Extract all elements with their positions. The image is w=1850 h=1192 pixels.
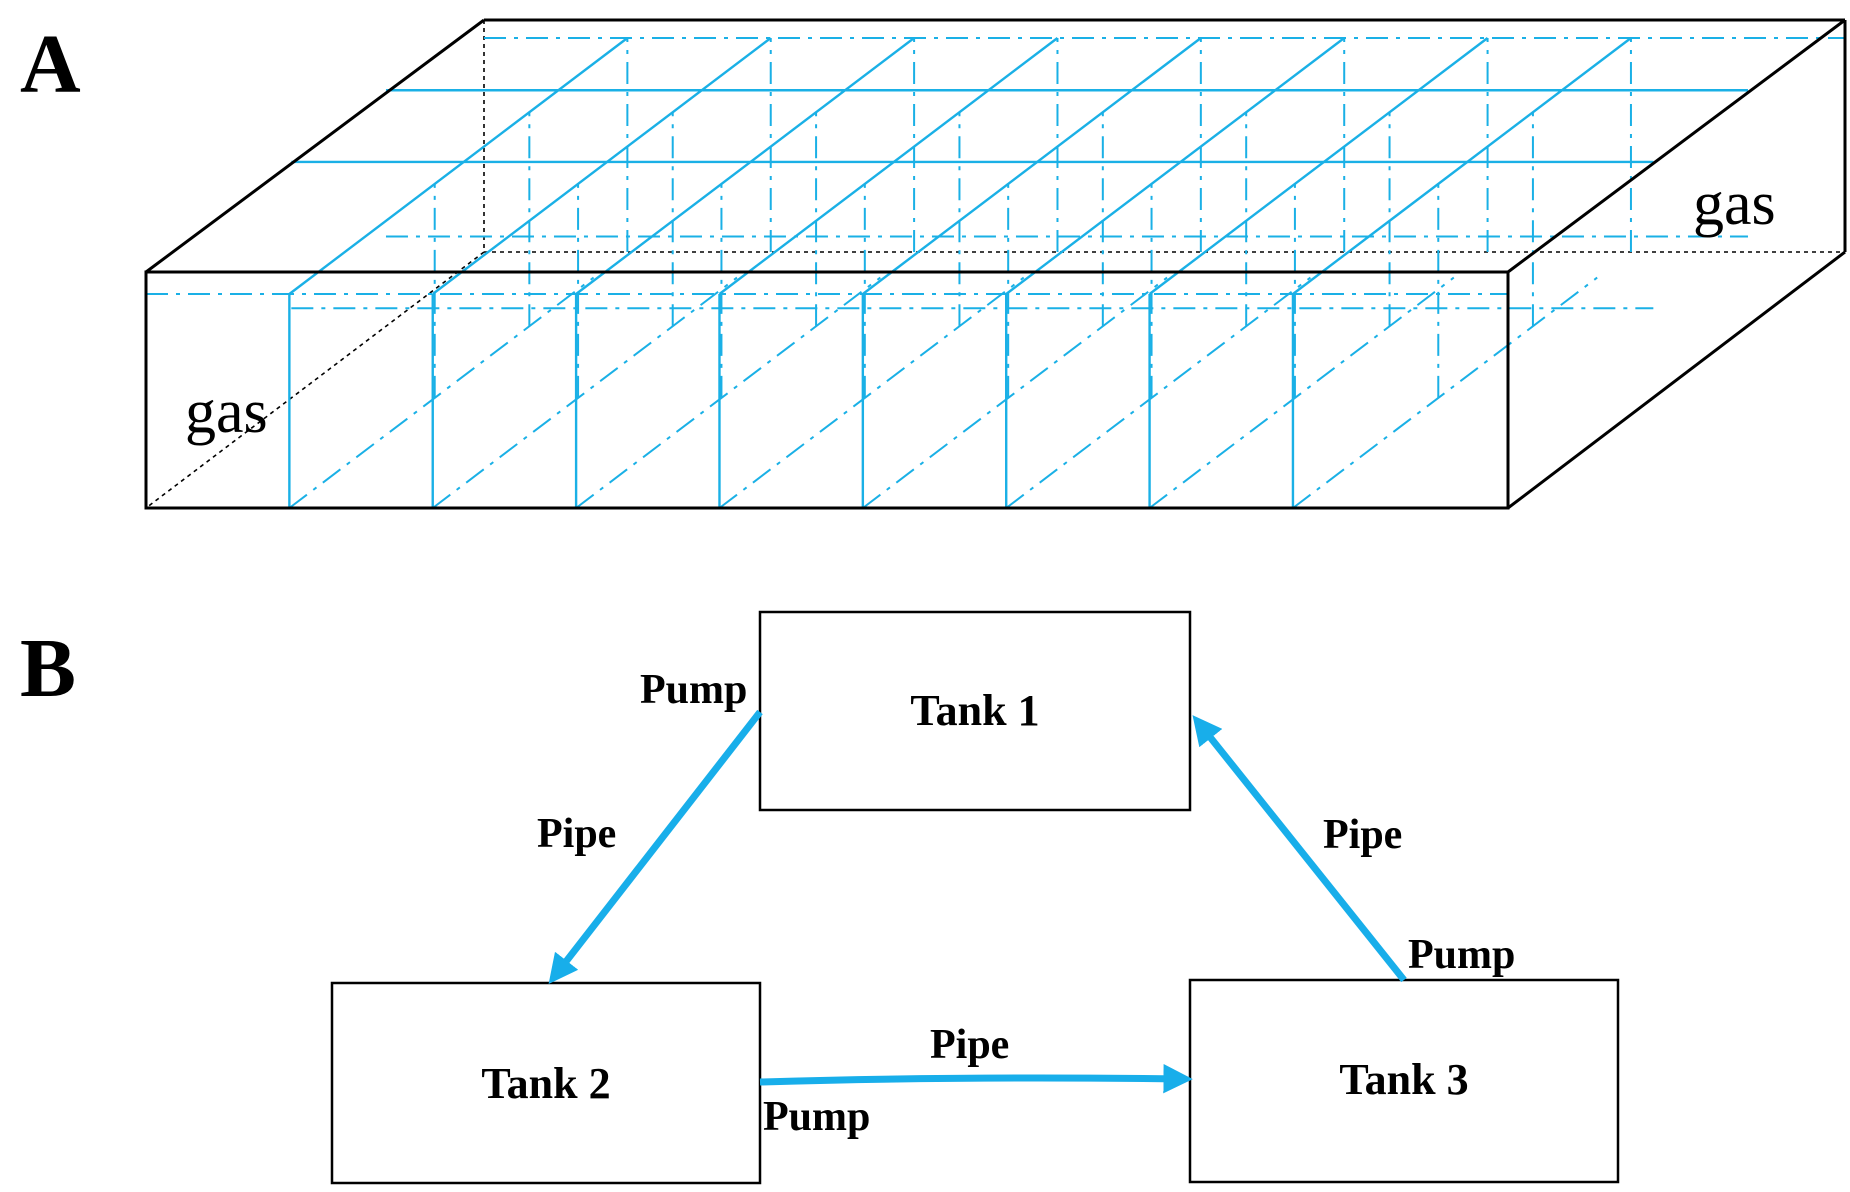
pipe-label-2: Pipe [930, 1022, 1009, 1068]
flow-tank1-to-tank2: Pump Pipe [537, 667, 763, 984]
grid-top-col [862, 37, 1202, 295]
grid-bottom-diag [432, 276, 738, 509]
tank-2-box [330, 981, 762, 1185]
tank-2: Tank 2 [330, 981, 762, 1185]
grid-bottom-diag [575, 276, 881, 509]
pipe-arrow-2-3 [759, 1064, 1193, 1094]
tank-3-label: Tank 3 [1339, 1055, 1468, 1104]
box-hidden-edges [145, 20, 1845, 509]
grid-top-col [718, 37, 1059, 295]
tank-3: Tank 3 [1188, 978, 1620, 1184]
panel-a: A gas gas [20, 18, 1847, 510]
grid-top-col [1292, 37, 1632, 295]
grid-top-col [1005, 37, 1345, 295]
panel-b-label: B [20, 622, 76, 715]
box-outline [144, 18, 1847, 510]
gas-label-left: gas [185, 378, 268, 446]
tank-2-label: Tank 2 [481, 1059, 610, 1108]
pipe-arrow-3-1 [1192, 715, 1407, 983]
pump-label-1: Pump [640, 667, 747, 713]
grid-top-col [1148, 37, 1489, 295]
pump-label-3: Pump [1408, 932, 1515, 978]
grid-bottom-diag [1005, 276, 1312, 509]
tank-1: Tank 1 [758, 610, 1192, 812]
gas-label-right: gas [1693, 170, 1776, 238]
panel-a-label: A [20, 18, 81, 111]
pipe-label-1: Pipe [537, 811, 616, 857]
tank-1-label: Tank 1 [910, 686, 1039, 735]
grid-bottom-diag [862, 276, 1168, 509]
flow-tank2-to-tank3: Pump Pipe [759, 1022, 1193, 1140]
tank-grid [146, 37, 1846, 509]
grid-top-col [432, 37, 772, 295]
flow-tank3-to-tank1: Pump Pipe [1192, 715, 1515, 983]
tank-3-box [1188, 978, 1620, 1184]
grid-bottom-diag [288, 276, 595, 509]
panel-b: B Tank 1 Tank 2 Tank 3 Pump Pipe Pump Pi… [20, 610, 1620, 1185]
grid-top-col [575, 37, 915, 295]
pipe-label-3: Pipe [1323, 812, 1402, 858]
grid-top-col [288, 37, 629, 295]
pump-label-2: Pump [763, 1094, 870, 1140]
grid-bottom-diag [718, 276, 1025, 509]
grid-bottom-diag [1292, 276, 1598, 509]
grid-bottom-diag [1148, 276, 1455, 509]
pipe-arrow-1-2 [548, 709, 763, 984]
tank-1-box [758, 610, 1192, 812]
